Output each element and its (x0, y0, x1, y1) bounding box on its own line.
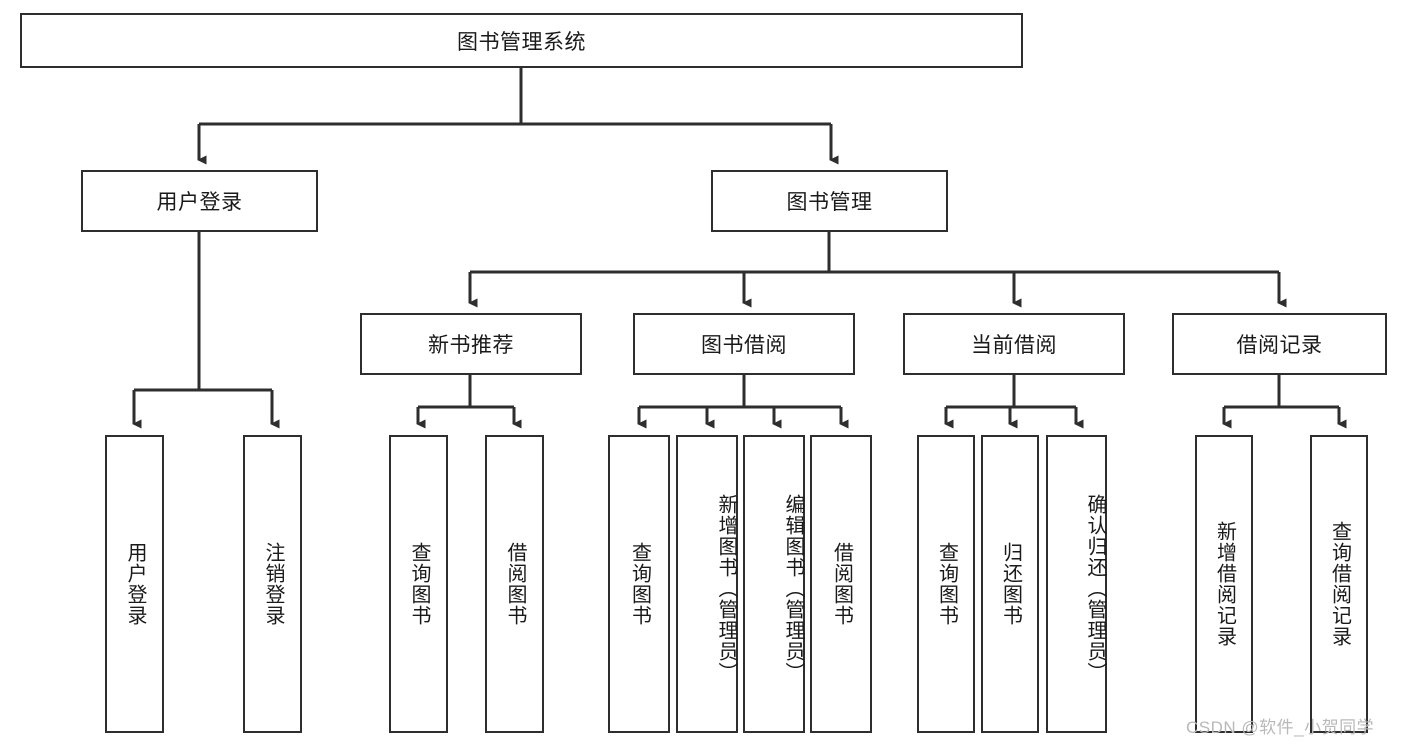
leaf-borrow-record-query-record[interactable]: 查询借阅记录 (1310, 435, 1368, 733)
leaf-new-book-query-book[interactable]: 查询图书 (389, 435, 448, 733)
node-label: 图书管理 (786, 191, 873, 214)
node-label: 查询图书 (935, 542, 958, 626)
node-current-borrow[interactable]: 当前借阅 (903, 313, 1125, 375)
node-new-book-recommend[interactable]: 新书推荐 (360, 313, 582, 375)
node-label: 图书管理系统 (457, 30, 586, 54)
leaf-new-book-borrow-book[interactable]: 借阅图书 (485, 435, 544, 733)
node-label: 归还图书 (999, 542, 1022, 626)
node-label: 借阅记录 (1236, 334, 1323, 357)
node-label: 借阅图书 (504, 542, 526, 626)
node-label: 确认归还（管理员） (1084, 493, 1106, 683)
node-label: 新增借阅记录 (1213, 521, 1236, 647)
node-label: 编辑图书（管理员） (782, 493, 804, 683)
node-label: 借阅图书 (830, 542, 853, 626)
node-label: 新书推荐 (428, 334, 514, 357)
node-label: 查询图书 (408, 542, 430, 626)
node-label: 用户登录 (124, 542, 146, 626)
leaf-book-borrow-borrow-book[interactable]: 借阅图书 (810, 435, 872, 733)
leaf-book-borrow-query-book[interactable]: 查询图书 (608, 435, 670, 733)
node-borrow-record[interactable]: 借阅记录 (1172, 313, 1387, 375)
node-label: 用户登录 (156, 191, 243, 214)
leaf-current-borrow-query-book[interactable]: 查询图书 (917, 435, 975, 733)
node-label: 查询图书 (628, 542, 651, 626)
node-book-management[interactable]: 图书管理 (711, 170, 948, 232)
leaf-borrow-record-add-record[interactable]: 新增借阅记录 (1195, 435, 1253, 733)
node-root-book-management-system[interactable]: 图书管理系统 (20, 13, 1023, 68)
node-user-login[interactable]: 用户登录 (81, 170, 318, 232)
node-label: 图书借阅 (701, 334, 787, 357)
leaf-current-borrow-return-book[interactable]: 归还图书 (981, 435, 1039, 733)
leaf-user-login-logout[interactable]: 注销登录 (243, 435, 302, 733)
leaf-book-borrow-add-book-admin[interactable]: 新增图书（管理员） (676, 435, 738, 733)
node-label: 当前借阅 (971, 334, 1057, 357)
leaf-book-borrow-edit-book-admin[interactable]: 编辑图书（管理员） (743, 435, 805, 733)
node-label: 注销登录 (262, 542, 284, 626)
node-book-borrow[interactable]: 图书借阅 (633, 313, 855, 375)
csdn-watermark: CSDN @软件_小贺同学 (1186, 718, 1375, 737)
node-label: 新增图书（管理员） (715, 493, 737, 683)
leaf-user-login-login[interactable]: 用户登录 (105, 435, 164, 733)
node-label: 查询借阅记录 (1328, 521, 1351, 647)
leaf-current-borrow-confirm-return-admin[interactable]: 确认归还（管理员） (1046, 435, 1107, 733)
